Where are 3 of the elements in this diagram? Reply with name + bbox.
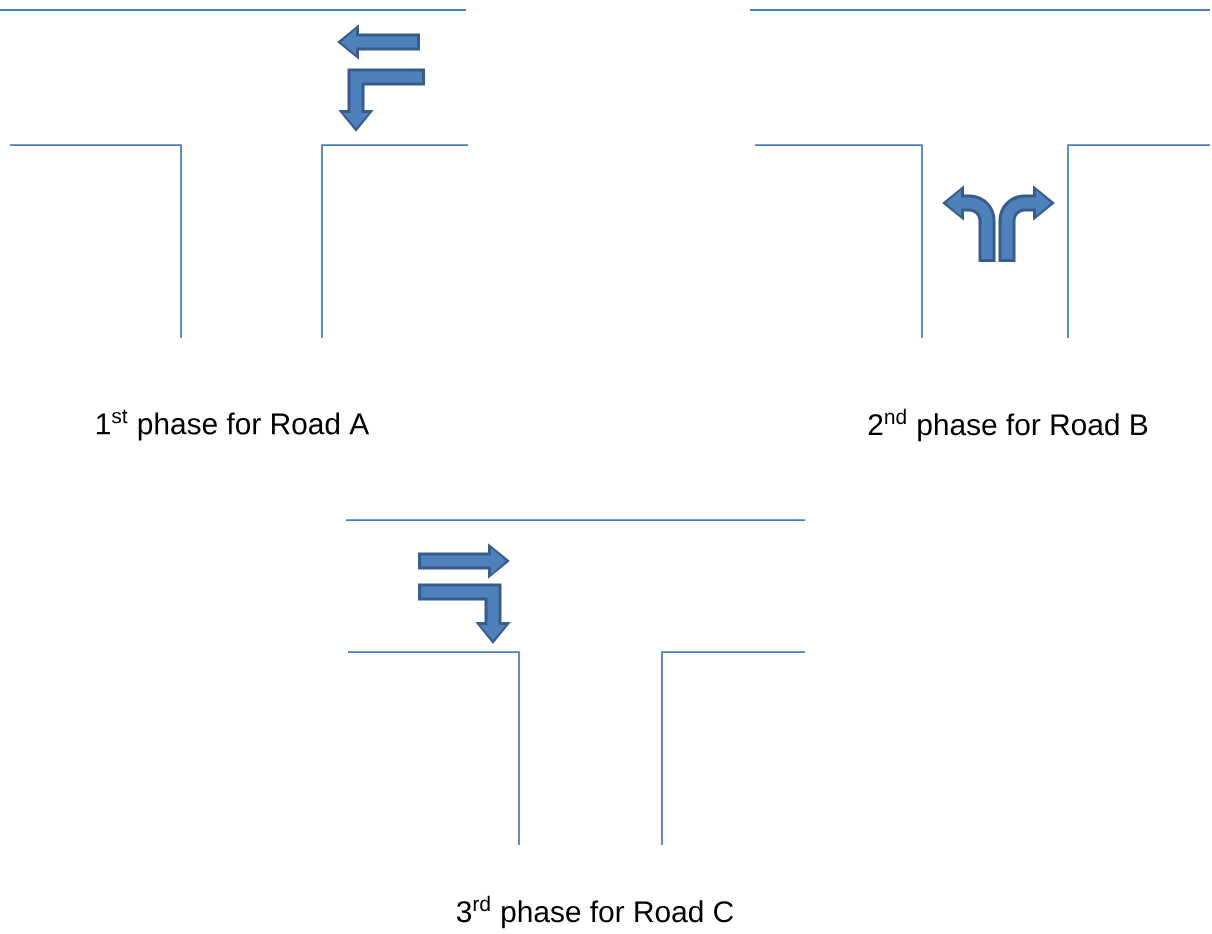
caption: 2$^{nd}$ phase for Road B bbox=[868, 408, 1148, 442]
caption: 1$^{st}$ phase for Road A bbox=[97, 409, 370, 441]
caption: 3$^{rd}$ phase for Road C bbox=[456, 895, 734, 929]
